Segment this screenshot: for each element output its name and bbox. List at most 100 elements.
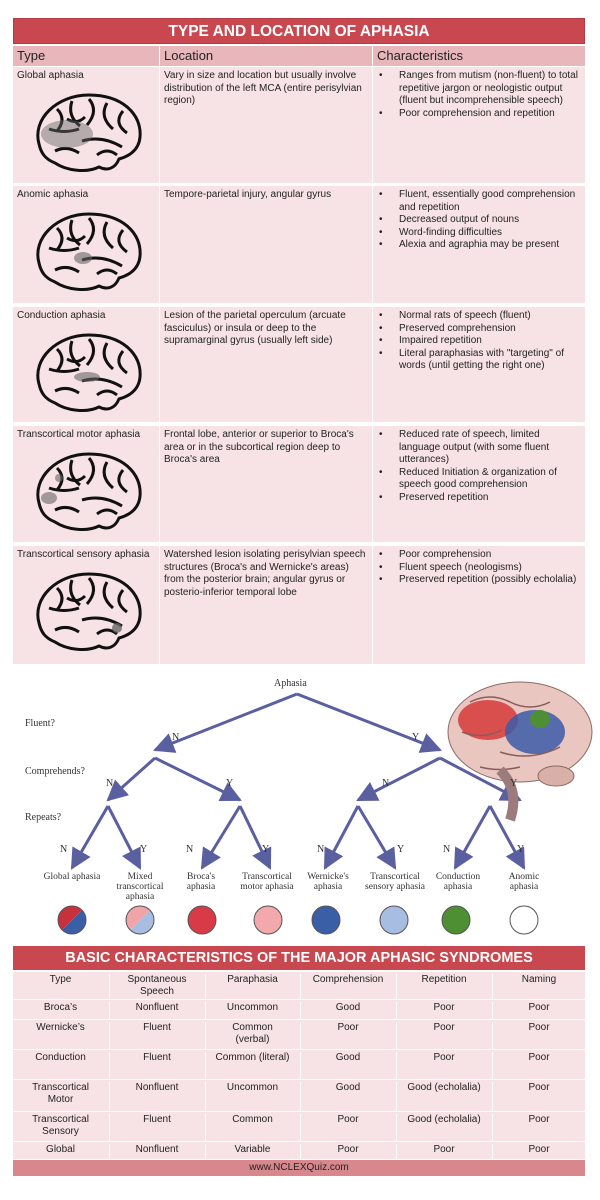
table-header-cell: Paraphasia [205, 974, 299, 999]
characteristic-item: Preserved repetition (possibly echolalia… [379, 574, 581, 587]
table-cell: Common (literal) [205, 1052, 299, 1079]
table-cell: Poor [396, 1022, 491, 1049]
table-cell: Poor [492, 1052, 585, 1079]
table-cell: Uncommon [205, 1002, 299, 1019]
table-cell: Common (verbal) [205, 1022, 299, 1049]
question-fluent: Fluent? [25, 718, 55, 729]
table-header-cell: Repetition [396, 974, 491, 999]
header-location: Location [160, 46, 372, 66]
leaf-mixed-transcortical: Mixed transcortical aphasia [116, 872, 164, 902]
leaf-global: Global aphasia [43, 872, 101, 882]
table-cell: Poor [300, 1022, 395, 1049]
table-cell: Wernicke’s [36, 1022, 85, 1033]
branch-n: N [186, 844, 194, 855]
characteristic-item: Literal paraphasias with "targeting" of … [379, 348, 581, 373]
brain-lesion-illustration [36, 452, 142, 531]
question-comprehends: Comprehends? [25, 766, 85, 777]
leaf-color-circle [253, 905, 283, 935]
question-repeats: Repeats? [25, 812, 62, 823]
table-row [13, 1142, 585, 1159]
characteristic-item: Poor comprehension [379, 549, 581, 562]
table-header-cell: Comprehension [300, 974, 395, 999]
leaf-transcortical-motor: Transcortical motor aphasia [240, 872, 294, 892]
table-cell: Fluent [109, 1052, 204, 1079]
table-cell: Global [46, 1144, 75, 1155]
characteristic-item: Preserved comprehension [379, 323, 581, 336]
leaf-color-circle [187, 905, 217, 935]
characteristics-list: Fluent, essentially good comprehension a… [377, 189, 581, 252]
footer-url[interactable]: www.NCLEXQuiz.com [13, 1160, 585, 1176]
table-cell: Poor [492, 1114, 585, 1141]
table-cell: Fluent [109, 1114, 204, 1141]
aphasia-decision-tree: Aphasia Fluent? Comprehends? Repeats? N … [0, 672, 600, 942]
header-type: Type [13, 46, 159, 66]
characteristic-item: Impaired repetition [379, 335, 581, 348]
table-cell: Nonfluent [109, 1144, 204, 1159]
characteristic-item: Reduced rate of speech, limited language… [379, 429, 581, 467]
brain-lesion-illustration [36, 93, 142, 172]
row-type-cell: Conduction aphasia [13, 307, 159, 422]
row-type-cell: Global aphasia [13, 67, 159, 183]
table-cell: Nonfluent [109, 1082, 204, 1111]
table-cell: Good [300, 1052, 395, 1079]
brain-lesion-illustration [36, 333, 142, 412]
leaf-color-circle [311, 905, 341, 935]
characteristic-item: Normal rats of speech (fluent) [379, 310, 581, 323]
table-row [13, 1000, 585, 1019]
table-cell: Fluent [109, 1022, 204, 1049]
leaf-color-circle [441, 905, 471, 935]
leaf-color-circle [379, 905, 409, 935]
characteristic-item: Fluent, essentially good comprehension a… [379, 189, 581, 214]
aphasia-type-name: Transcortical sensory aphasia [17, 549, 150, 560]
leaf-brocas: Broca's aphasia [186, 872, 216, 892]
brain-lesion-illustration [36, 212, 142, 291]
table-row [13, 1080, 585, 1111]
table-cell: Poor [300, 1114, 395, 1141]
tree-svg [57, 681, 593, 935]
row-type-cell: Transcortical sensory aphasia [13, 546, 159, 664]
row-location-cell: Frontal lobe, anterior or superior to Br… [160, 426, 372, 542]
table-cell: Poor [396, 1002, 491, 1019]
branch-y: Y [510, 778, 518, 789]
table-row [13, 1020, 585, 1049]
table-header-cell: Naming [492, 974, 585, 999]
syndromes-title: BASIC CHARACTERISTICS OF THE MAJOR APHAS… [13, 946, 585, 970]
branch-y: Y [517, 844, 525, 855]
characteristics-list: Normal rats of speech (fluent)Preserved … [377, 310, 581, 373]
table-row [13, 1112, 585, 1141]
branch-n: N [443, 844, 451, 855]
colored-brain-illustration [447, 681, 593, 822]
leaf-wernickes: Wernicke's aphasia [307, 872, 349, 892]
table-cell: Broca’s [43, 1002, 78, 1013]
row-location-cell: Tempore-parietal injury, angular gyrus [160, 186, 372, 303]
row-type-cell: Anomic aphasia [13, 186, 159, 303]
table-cell: Conduction [35, 1052, 86, 1063]
table-cell: Poor [396, 1144, 491, 1159]
characteristic-item: Preserved repetition [379, 492, 581, 505]
characteristics-list: Ranges from mutism (non-fluent) to total… [377, 70, 581, 120]
brain-lesion-illustration [36, 572, 142, 651]
branch-y: Y [412, 732, 420, 743]
leaf-circles [57, 905, 539, 935]
characteristics-list: Poor comprehensionFluent speech (neologi… [377, 549, 581, 587]
table-header-cell: Type [49, 974, 72, 985]
branch-n: N [382, 778, 390, 789]
aphasia-type-name: Conduction aphasia [17, 310, 106, 321]
table-cell: Good (echolalia) [396, 1082, 491, 1111]
tree-edges [70, 692, 526, 870]
row-location-cell: Lesion of the parietal operculum (arcuat… [160, 307, 372, 422]
characteristic-item: Decreased output of nouns [379, 214, 581, 227]
branch-n: N [60, 844, 68, 855]
leaf-color-circle [125, 905, 155, 935]
characteristic-item: Alexia and agraphia may be present [379, 239, 581, 252]
row-characteristics-cell: Fluent, essentially good comprehension a… [373, 186, 585, 303]
table-cell: Poor [300, 1144, 395, 1159]
characteristic-item: Fluent speech (neologisms) [379, 562, 581, 575]
row-type-cell: Transcortical motor aphasia [13, 426, 159, 542]
table-cell: Transcortical Sensory [32, 1114, 89, 1137]
table-header-row [13, 972, 585, 999]
table-cell: Good [300, 1002, 395, 1019]
branch-n: N [317, 844, 325, 855]
row-location-cell: Vary in size and location but usually in… [160, 67, 372, 183]
table-cell: Good (echolalia) [396, 1114, 491, 1141]
